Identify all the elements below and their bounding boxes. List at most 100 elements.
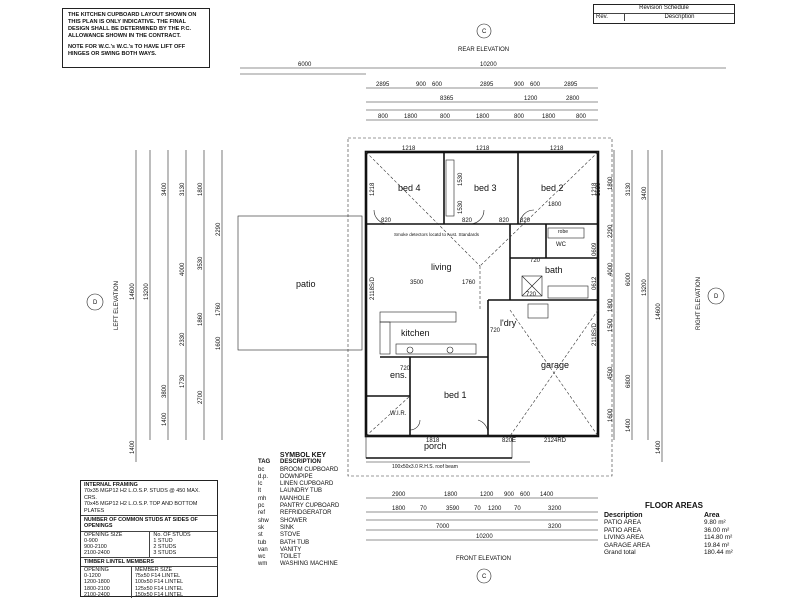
svg-text:720: 720 [400, 366, 411, 372]
svg-text:800: 800 [514, 114, 525, 120]
svg-text:6800: 6800 [626, 374, 632, 388]
room-wir: W.I.R. [390, 411, 407, 417]
room-porch: porch [424, 441, 447, 451]
svg-text:800: 800 [440, 114, 451, 120]
room-living: living [431, 262, 452, 272]
studs-header: NUMBER OF COMMON STUDS AT SIDES OF OPENI… [81, 516, 217, 532]
dim-top-row3: 1200 2800 [524, 96, 580, 102]
framing-line2: 70x45 MGP12 H2 L.O.S.P. TOP AND BOTTOM P… [84, 501, 198, 514]
left-elevation-label: LEFT ELEVATION [114, 281, 120, 330]
rear-elevation-marker: C REAR ELEVATION [458, 23, 509, 53]
svg-text:1218: 1218 [476, 146, 490, 152]
svg-text:1218: 1218 [370, 182, 376, 196]
smoke-note: Smoke detectors locatd to Aust. Standard… [394, 232, 480, 237]
svg-text:1800: 1800 [404, 114, 418, 120]
svg-text:720: 720 [490, 328, 501, 334]
svg-text:70: 70 [514, 506, 521, 512]
svg-text:1400: 1400 [656, 440, 662, 454]
roof-hip-lines [365, 151, 599, 437]
svg-text:1800: 1800 [608, 298, 614, 312]
svg-text:820E: 820E [502, 438, 516, 444]
svg-text:3400: 3400 [642, 186, 648, 200]
svg-text:1800: 1800 [608, 176, 614, 190]
svg-text:0612: 0612 [592, 276, 598, 290]
shower-icon [521, 275, 543, 297]
svg-text:2895: 2895 [480, 82, 494, 88]
room-bed3: bed 3 [474, 183, 497, 193]
front-elevation-label: FRONT ELEVATION [456, 556, 511, 562]
svg-text:1800: 1800 [476, 114, 490, 120]
svg-text:900: 900 [416, 82, 427, 88]
svg-text:2895: 2895 [376, 82, 390, 88]
roof-outline [347, 137, 613, 477]
svg-text:820: 820 [381, 218, 392, 224]
svg-text:1818: 1818 [426, 438, 440, 444]
dim-right-overall: 14600 [656, 303, 662, 320]
dim-bottom-row1: 2900 1800 1200 900 600 1400 [392, 492, 554, 498]
dim-top-row4: 800 1800 800 1800 800 1800 800 [378, 114, 587, 120]
framing-specification: INTERNAL FRAMING 70x35 MGP12 H2 L.O.S.P.… [80, 480, 218, 599]
svg-text:1400: 1400 [540, 492, 554, 498]
svg-text:3400: 3400 [162, 182, 168, 196]
dimension-lines [135, 67, 726, 541]
laundry-tub [527, 303, 549, 319]
bath-tub [547, 285, 589, 299]
svg-text:C: C [482, 574, 487, 580]
svg-text:1218: 1218 [550, 146, 564, 152]
svg-text:3530: 3530 [198, 256, 204, 270]
svg-text:70: 70 [420, 506, 427, 512]
kitchen-bench-side [379, 321, 391, 355]
room-bed2: bed 2 [541, 183, 564, 193]
framing-line1: 70x35 MGP12 H2 L.O.S.P. STUDS @ 450 MAX.… [84, 488, 200, 501]
svg-text:1760: 1760 [216, 302, 222, 316]
revision-title: Revision Schedule [639, 5, 689, 11]
dim-bottom-row2: 1800 70 3590 70 1200 70 3200 [392, 506, 562, 512]
svg-text:4000: 4000 [608, 262, 614, 276]
svg-text:D: D [714, 294, 719, 300]
room-bed4: bed 4 [398, 183, 421, 193]
svg-text:7000: 7000 [436, 524, 450, 530]
room-kitchen: kitchen [401, 328, 430, 338]
lintel-header: TIMBER LINTEL MEMBERS [81, 556, 217, 568]
svg-text:4000: 4000 [180, 262, 186, 276]
roof-beam-note: 100x50x3.0 R.H.S. roof beam [392, 464, 458, 470]
symbol-key-title: SYMBOL KEY [279, 452, 327, 459]
dim-right-chain: 1800 3130 2290 3400 1530 6000 4000 1800 … [596, 176, 662, 454]
dim-top-row2: 8365 [440, 96, 454, 102]
revision-schedule: Revision Schedule Rev. Description [593, 4, 735, 24]
room-garage: garage [541, 360, 569, 370]
svg-text:600: 600 [432, 82, 443, 88]
svg-text:600: 600 [520, 492, 531, 498]
svg-text:800: 800 [378, 114, 389, 120]
room-ensuite: ens. [390, 370, 407, 380]
svg-text:900: 900 [514, 82, 525, 88]
svg-text:1400: 1400 [162, 412, 168, 426]
svg-text:2700: 2700 [198, 390, 204, 404]
right-elevation-label: RIGHT ELEVATION [696, 277, 702, 330]
svg-text:1760: 1760 [462, 280, 476, 286]
dim-overall-width-bottom: 10200 [476, 534, 493, 540]
sink-icon [446, 346, 454, 354]
svg-text:1730: 1730 [180, 374, 186, 388]
svg-text:2330: 2330 [180, 332, 186, 346]
wc-note: NOTE FOR W.C.'s W.C.'s TO HAVE LIFT OFF … [68, 44, 186, 57]
revision-col-desc: Description [664, 13, 695, 20]
dim-left-chain: 3400 3130 1800 2290 4000 3530 1760 1860 … [130, 182, 222, 454]
svg-text:1200: 1200 [480, 492, 494, 498]
dim-right-outer: 13200 [642, 279, 648, 296]
dim-top-row1: 2895 900 600 2895 900 600 2895 [376, 82, 578, 88]
svg-text:820: 820 [499, 218, 510, 224]
